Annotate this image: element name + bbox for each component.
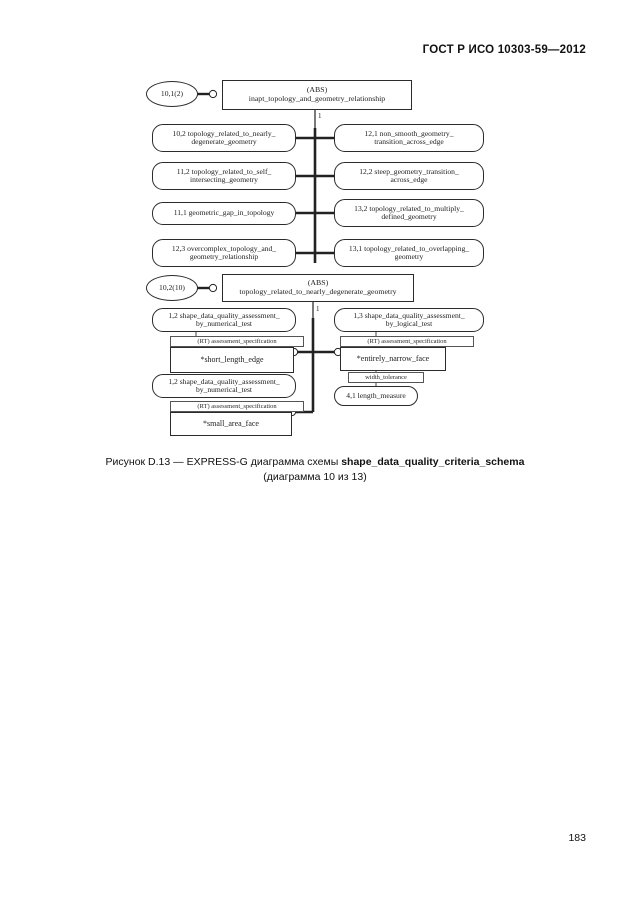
entity-box-small-area-face[interactable]: *small_area_face [170,412,292,436]
entity-node-left-1[interactable]: 10,2 topology_related_to_nearly_ degener… [152,124,296,152]
figure-caption: Рисунок D.13 — EXPRESS-G диаграмма схемы… [44,455,586,485]
page-number: 183 [568,832,586,844]
entity-node-right-3[interactable]: 13,2 topology_related_to_multiply_ defin… [334,199,484,227]
entity-label: 13,2 topology_related_to_multiply_ defin… [354,203,464,221]
entity-box-entirely-narrow-face[interactable]: *entirely_narrow_face [340,347,446,371]
caption-subline: (диаграмма 10 из 13) [263,471,367,484]
entity-node-right-4[interactable]: 13,1 topology_related_to_overlapping_ ge… [334,239,484,267]
abs-marker-2: (ABS) [307,278,329,288]
entity-node-left-4[interactable]: 12,3 overcomplex_topology_and_ geometry_… [152,239,296,267]
entity-label: 1,3 shape_data_quality_assessment_ by_lo… [353,310,465,328]
abs-entity-box-2[interactable]: (ABS) topology_related_to_nearly_degener… [222,274,414,302]
entity-node-right-2[interactable]: 12,2 steep_geometry_transition_ across_e… [334,162,484,190]
trunk-label-2: 1 [316,305,320,313]
abs-entity-name-2: topology_related_to_nearly_degenerate_ge… [239,287,397,296]
supertype-node-numerical-test-2[interactable]: 1,2 shape_data_quality_assessment_ by_nu… [152,374,296,398]
entity-label: 1,2 shape_data_quality_assessment_ by_nu… [168,376,280,394]
entity-label: 10,2 topology_related_to_nearly_ degener… [172,128,276,146]
entity-node-length-measure[interactable]: 4,1 length_measure [334,386,418,406]
supertype-node-logical-test[interactable]: 1,3 shape_data_quality_assessment_ by_lo… [334,308,484,332]
entity-label: 11,2 topology_related_to_self_ intersect… [176,166,272,184]
entity-label: 12,1 non_smooth_geometry_ transition_acr… [364,128,454,146]
entity-node-right-1[interactable]: 12,1 non_smooth_geometry_ transition_acr… [334,124,484,152]
entity-box-short-length-edge[interactable]: *short_length_edge [170,347,294,373]
entity-label: 11,1 geometric_gap_in_topology [173,208,275,218]
entity-label: 1,2 shape_data_quality_assessment_ by_nu… [168,310,280,328]
page-reference-ellipse-2[interactable]: 10,2(10) [146,275,198,301]
document-header: ГОСТ Р ИСО 10303-59—2012 [422,44,586,56]
caption-schema-name: shape_data_quality_criteria_schema [341,456,525,468]
entity-label: 12,2 steep_geometry_transition_ across_e… [359,166,459,184]
entity-node-left-3[interactable]: 11,1 geometric_gap_in_topology [152,202,296,225]
supertype-node-numerical-test-1[interactable]: 1,2 shape_data_quality_assessment_ by_nu… [152,308,296,332]
page-reference-ellipse-1[interactable]: 10,1(2) [146,81,198,107]
entity-node-left-2[interactable]: 11,2 topology_related_to_self_ intersect… [152,162,296,190]
caption-prefix: Рисунок D.13 — EXPRESS-G диаграмма схемы [105,456,342,468]
attribute-label-width-tolerance: width_tolerance [348,372,424,383]
express-g-diagram: 10,1(2) (ABS) inapt_topology_and_geometr… [146,80,484,436]
entity-label: 12,3 overcomplex_topology_and_ geometry_… [171,243,277,261]
trunk-label-1: 1 [318,112,322,120]
abs-marker-1: (ABS) [306,85,328,95]
attribute-label-assessment-specification-1: (RT) assessment_specification [170,336,304,347]
attribute-label-assessment-specification-3: (RT) assessment_specification [340,336,474,347]
abs-entity-box-1[interactable]: (ABS) inapt_topology_and_geometry_relati… [222,80,412,110]
entity-label: 13,1 topology_related_to_overlapping_ ge… [348,243,470,261]
attribute-label-assessment-specification-2: (RT) assessment_specification [170,401,304,412]
diagram-connectors [195,89,377,417]
abs-entity-name-1: inapt_topology_and_geometry_relationship [248,94,386,103]
